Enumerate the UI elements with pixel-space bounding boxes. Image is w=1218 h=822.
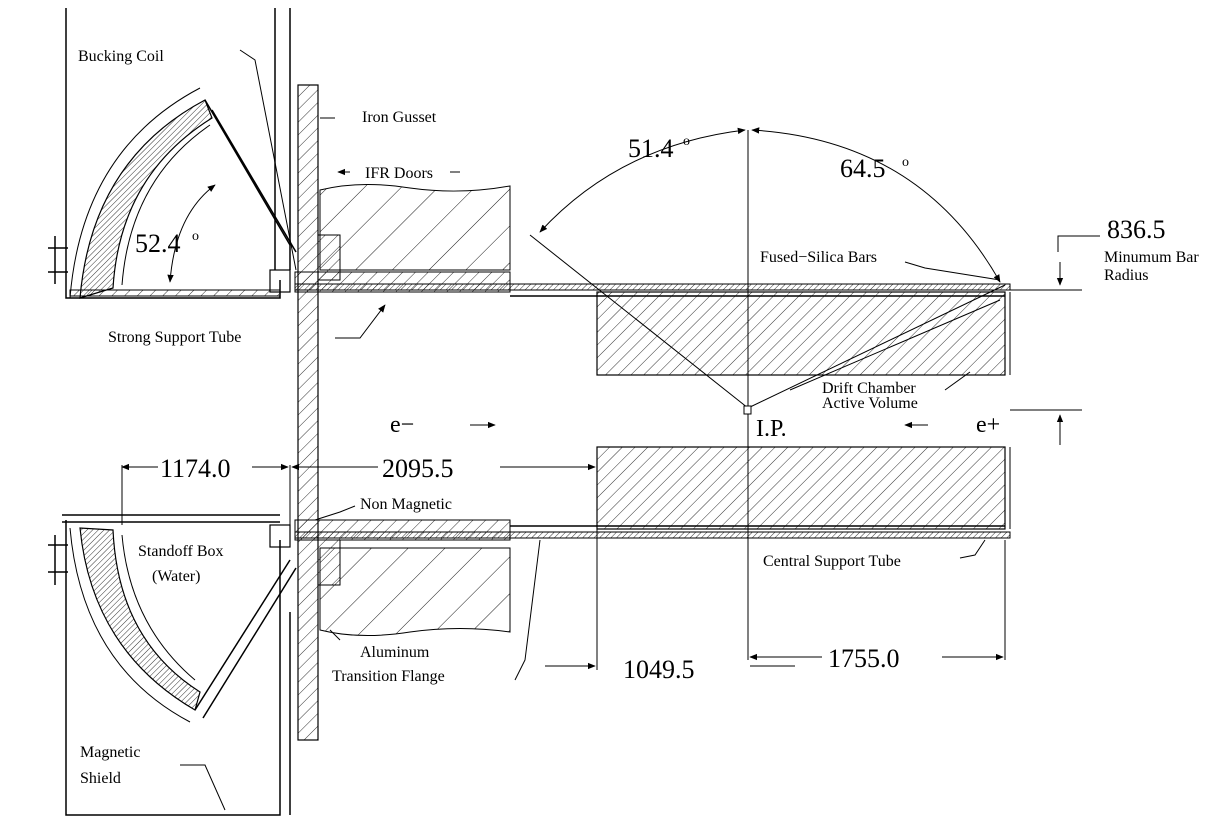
angle-left-degree: o	[683, 134, 690, 149]
drift-chamber-upper	[596, 291, 1006, 376]
iron-gusset-label: Iron Gusset	[362, 109, 437, 126]
angle-right-degree: o	[902, 155, 909, 170]
min-bar-radius-label-2: Radius	[1104, 267, 1148, 284]
ifr-doors-lower	[319, 547, 511, 637]
leader-lines	[180, 49, 1100, 811]
angle-arc-right	[751, 127, 1001, 283]
dimension-1174-value: 1174.0	[160, 454, 231, 483]
ifr-doors-label: IFR Doors	[365, 165, 433, 182]
drift-chamber-label-1: Drift Chamber	[822, 380, 916, 397]
e-minus-label: e−	[390, 412, 414, 438]
dimension-1755-value: 1755.0	[828, 644, 900, 673]
central-support-tube-label: Central Support Tube	[763, 553, 901, 570]
drift-chamber-lower	[596, 446, 1006, 530]
fused-silica-bars-label: Fused−Silica Bars	[760, 249, 877, 266]
angle-coil-value: 52.4	[135, 229, 181, 258]
magnetic-shield-label-1: Magnetic	[80, 744, 140, 761]
bucking-coil-upper	[69, 87, 297, 299]
angle-right-value: 64.5	[840, 154, 886, 183]
dimension-lines	[121, 463, 1006, 670]
angle-arc-left	[539, 127, 746, 233]
magnetic-shield-label-2: Shield	[80, 770, 121, 787]
standoff-box-label-1: Standoff Box	[138, 543, 223, 560]
non-magnetic-label: Non Magnetic	[360, 496, 452, 513]
aluminum-flange-label-1: Aluminum	[360, 644, 430, 661]
angle-coil-degree: o	[192, 229, 199, 244]
standoff-box-label-2: (Water)	[152, 568, 200, 585]
mounting-bolts	[48, 236, 68, 585]
angle-left-value: 51.4	[628, 134, 674, 163]
min-bar-radius-value: 836.5	[1107, 215, 1166, 244]
fused-silica-bar-upper	[294, 283, 1011, 291]
bucking-coil-label: Bucking Coil	[78, 48, 164, 65]
dimension-1049-value: 1049.5	[623, 655, 695, 684]
dimension-2095-value: 2095.5	[382, 454, 454, 483]
min-bar-radius-label-1: Minumum Bar	[1104, 249, 1199, 266]
ip-center-line	[529, 130, 1082, 660]
central-support-tube-lower	[294, 531, 1011, 539]
iron-gusset-plate	[297, 84, 319, 741]
aluminum-flange-label-2: Transition Flange	[332, 668, 445, 685]
ifr-doors-upper	[319, 183, 511, 271]
drift-chamber-label-2: Active Volume	[822, 395, 918, 412]
e-plus-label: e+	[976, 412, 1000, 438]
bucking-coil-lower	[69, 524, 297, 723]
ip-label: I.P.	[756, 416, 787, 442]
angle-arc-coil	[167, 184, 216, 283]
magnetic-shield-lower	[62, 514, 291, 816]
magnetic-shield-upper	[65, 8, 291, 299]
strong-support-tube-label: Strong Support Tube	[108, 329, 241, 346]
